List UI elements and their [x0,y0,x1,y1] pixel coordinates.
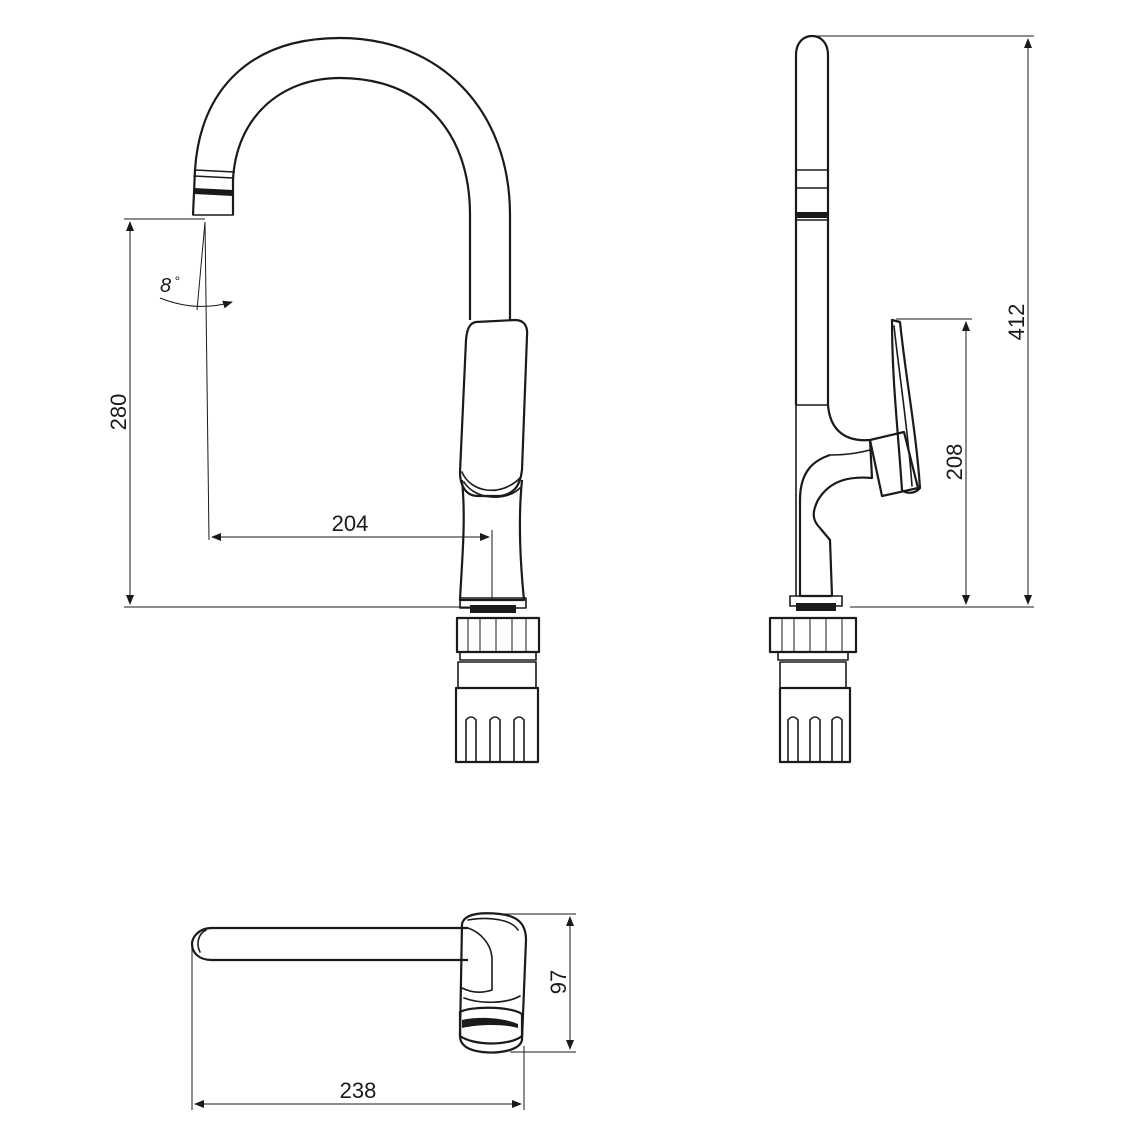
top-spout-arm [190,926,468,962]
side-lever-handle [890,318,922,494]
front-spout-outer [191,36,512,320]
front-valve-detail [461,471,521,498]
front-view: 8° 280 204 [106,36,541,764]
dim-spout-reach: 204 [211,511,493,600]
front-valve-body [458,318,529,498]
angle-label: 8° [160,273,180,297]
dim-spout-height: 280 [106,218,470,608]
front-connector [454,661,540,764]
side-base-thread [796,603,836,611]
top-lever [458,1006,524,1045]
dim-spout-height-label: 280 [106,394,131,431]
dim-spout-reach-label: 204 [332,511,369,536]
front-lock-nut [455,616,541,661]
top-valve-body [458,912,528,1054]
dim-length-label: 238 [340,1078,377,1103]
side-valve-body [798,404,874,598]
side-valve-curve [829,449,871,456]
top-lever-slot [462,1017,518,1028]
front-spout-inner [231,76,472,320]
side-connector [778,661,852,764]
side-lock-nut [768,616,858,661]
dim-length: 238 [191,948,525,1110]
dim-lever-height-label: 208 [942,444,967,481]
side-view: 412 208 [768,34,1034,764]
front-aerator-ring [194,188,233,196]
side-aerator-ring [796,212,828,218]
top-view: 97 238 [190,912,576,1110]
front-base-thread [470,605,516,613]
top-spout-tip [197,929,207,953]
dim-depth: 97 [500,913,576,1053]
dim-lever-height: 208 [896,318,972,605]
top-valve-inner [461,927,493,993]
dim-depth-label: 97 [546,970,571,994]
side-spout [794,34,830,405]
dim-total-height: 412 [815,35,1034,608]
angle-annotation: 8° [159,221,233,541]
dim-total-height-label: 412 [1004,304,1029,341]
side-lever [868,430,920,498]
side-aerator [795,169,829,221]
